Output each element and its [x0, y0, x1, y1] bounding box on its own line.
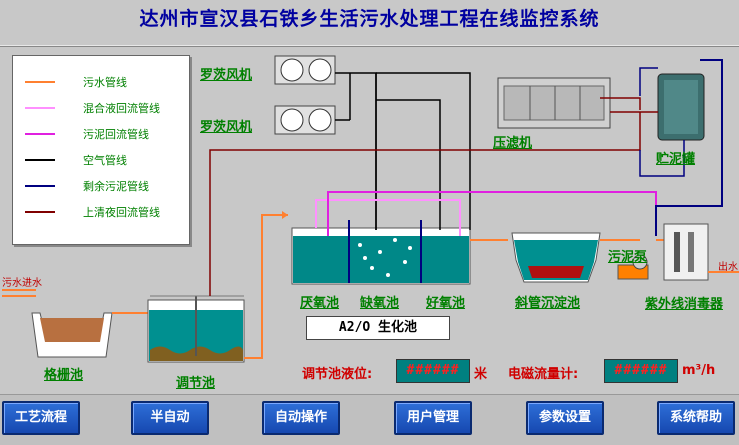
sludge-pump-shape — [617, 254, 649, 280]
adjust-tank-shape — [147, 295, 245, 363]
blower-2-label[interactable]: 罗茨风机 — [200, 120, 253, 135]
tank-level-display: ###### — [396, 359, 470, 383]
nav-user-management-button[interactable]: 用户管理 — [394, 401, 472, 435]
legend-swatch — [25, 185, 55, 187]
title-divider — [0, 45, 739, 47]
inflow-label: 污水进水 — [2, 278, 42, 289]
flowmeter-display: ###### — [604, 359, 678, 383]
tank-level-unit: 米 — [474, 367, 488, 382]
legend-swatch — [25, 107, 55, 109]
nav-parameter-settings-button[interactable]: 参数设置 — [526, 401, 604, 435]
blower-1-shape — [274, 55, 336, 85]
grille-tank-shape — [31, 312, 113, 358]
nav-auto-operation-button[interactable]: 自动操作 — [262, 401, 340, 435]
nav-process-flow-button[interactable]: 工艺流程 — [2, 401, 80, 435]
settling-tank-label[interactable]: 斜管沉淀池 — [515, 296, 581, 311]
adjust-tank-label[interactable]: 调节池 — [176, 376, 216, 391]
nav-semi-auto-button[interactable]: 半自动 — [131, 401, 209, 435]
legend-swatch — [25, 211, 55, 213]
blower-2-shape — [274, 105, 336, 135]
sludge-tank-label[interactable]: 贮泥罐 — [656, 152, 696, 167]
legend-item-supernatant: 上清夜回流管线 — [13, 203, 189, 221]
pipeline-legend: 污水管线 混合液回流管线 污泥回流管线 空气管线 剩余污泥管线 上清夜回流管线 — [12, 55, 190, 245]
grille-tank-label[interactable]: 格栅池 — [44, 368, 84, 383]
settling-tank-shape — [511, 232, 601, 283]
anaerobic-tank-label[interactable]: 厌氧池 — [300, 296, 340, 311]
uv-disinfector-label[interactable]: 紫外线消毒器 — [645, 297, 724, 312]
outflow-label: 出水 — [718, 262, 738, 273]
flowmeter-label: 电磁流量计: — [508, 367, 579, 382]
bottom-nav-bar: 工艺流程 半自动 自动操作 用户管理 参数设置 系统帮助 — [0, 394, 739, 445]
legend-item-air: 空气管线 — [13, 151, 189, 169]
flowmeter-unit: m³/h — [682, 363, 716, 378]
uv-disinfector-shape — [663, 223, 709, 281]
filter-press-shape — [497, 77, 611, 129]
page-title: 达州市宣汉县石铁乡生活污水处理工程在线监控系统 — [139, 8, 600, 30]
tank-level-label: 调节池液位: — [302, 367, 373, 382]
legend-swatch — [25, 133, 55, 135]
blower-1-label[interactable]: 罗茨风机 — [200, 68, 253, 83]
sludge-storage-tank-shape — [657, 73, 705, 141]
nav-system-help-button[interactable]: 系统帮助 — [657, 401, 735, 435]
a2o-process-box: A2/O 生化池 — [306, 316, 450, 340]
legend-item-excess-sludge: 剩余污泥管线 — [13, 177, 189, 195]
sludge-pump-label[interactable]: 污泥泵 — [608, 250, 648, 265]
legend-item-mixed-return: 混合液回流管线 — [13, 99, 189, 117]
legend-swatch — [25, 81, 55, 83]
filter-press-label[interactable]: 压滤机 — [493, 136, 533, 151]
a2o-tank-shape — [291, 220, 471, 285]
legend-item-sewage: 污水管线 — [13, 73, 189, 91]
legend-swatch — [25, 159, 55, 161]
aerobic-tank-label[interactable]: 好氧池 — [426, 296, 466, 311]
anoxic-tank-label[interactable]: 缺氧池 — [360, 296, 400, 311]
legend-item-sludge-return: 污泥回流管线 — [13, 125, 189, 143]
